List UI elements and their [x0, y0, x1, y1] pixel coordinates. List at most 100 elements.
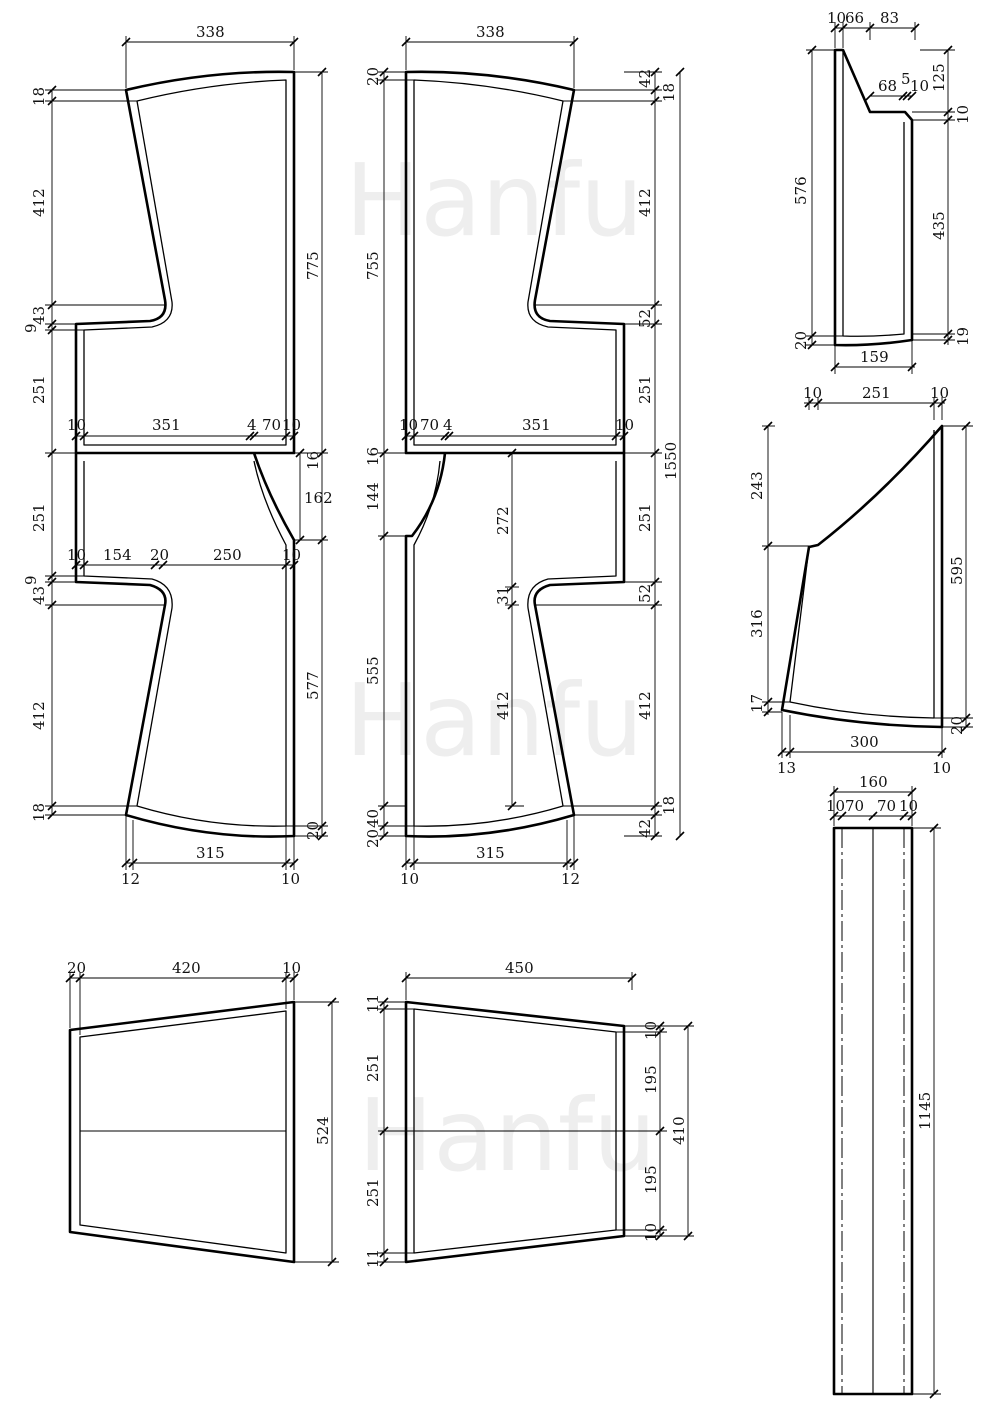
- gusset-top-right: 10: [930, 384, 949, 402]
- skirt-right-right-bottom: 10: [642, 1223, 660, 1242]
- back-lower-length: 555: [364, 656, 382, 685]
- back-right-shoulder-upper: 251: [636, 375, 654, 404]
- front-collar-depth: 162: [304, 489, 333, 507]
- front-bodice-outline: [74, 70, 296, 838]
- front-collar-drop: 16: [304, 451, 322, 470]
- collar-top-mid: 66: [845, 9, 864, 27]
- skirt-right-top-width: 450: [505, 959, 534, 977]
- back-length: 577: [304, 671, 322, 700]
- collar-right-bottom: 19: [954, 327, 972, 346]
- back-collar-depth: 144: [364, 482, 382, 511]
- skirt-left-top-left: 20: [67, 959, 86, 977]
- front-hem-left: 12: [121, 870, 140, 888]
- front-bodice-seam: [83, 79, 287, 827]
- skirt-right-left-lower: 251: [364, 1178, 382, 1207]
- gusset-top-width: 251: [862, 384, 891, 402]
- gusset-right-height: 595: [948, 556, 966, 585]
- front-sleeve-bottom: 18: [30, 803, 48, 822]
- front-shoulder-lower: 251: [30, 503, 48, 532]
- back-collar-row-0: 10: [399, 416, 418, 434]
- back-top-seam: 20: [364, 67, 382, 86]
- front-cuff-gap-upper: 9: [22, 323, 40, 333]
- band-part-0: 10: [826, 797, 845, 815]
- collar-right-seam: 10: [954, 105, 972, 124]
- front-collar-row-3: 70: [262, 416, 281, 434]
- skirt-right-right-total: 410: [670, 1116, 688, 1145]
- back-upper-length: 755: [364, 251, 382, 280]
- collar-step-c: 10: [910, 77, 929, 95]
- gusset-left-bottom: 17: [748, 694, 766, 713]
- front-chest-row-4: 10: [282, 546, 301, 564]
- back-collar-row-3: 351: [522, 416, 551, 434]
- front-hem-right: 10: [281, 870, 300, 888]
- collar-step-a: 68: [878, 77, 897, 95]
- back-bodice-panel: 272 31 412 338 20 755 16 144 555 40 20 1…: [364, 23, 685, 888]
- front-chest-row-2: 20: [150, 546, 169, 564]
- collar-step-b: 5: [901, 70, 911, 88]
- back-collar-row-1: 70: [420, 416, 439, 434]
- back-right-bottom: 42: [636, 819, 654, 838]
- skirt-left-top-right: 10: [282, 959, 301, 977]
- gusset-seam: [789, 430, 935, 719]
- band-length: 1145: [916, 1092, 934, 1130]
- back-bodice-outline: [404, 70, 626, 838]
- back-right-shoulder-lower: 251: [636, 503, 654, 532]
- front-sleeve-length-lower: 412: [30, 701, 48, 730]
- front-shoulder-upper: 251: [30, 375, 48, 404]
- skirt-right-right-top: 10: [642, 1021, 660, 1040]
- gusset-bottom-left: 13: [777, 759, 796, 777]
- back-hem-right: 12: [561, 870, 580, 888]
- skirt-right-right-lower: 195: [642, 1165, 660, 1194]
- front-sleeve-length-upper: 412: [30, 188, 48, 217]
- gusset-bottom-width: 300: [850, 733, 879, 751]
- watermark-2: Hanfu: [345, 662, 643, 779]
- back-center-a: 272: [494, 506, 512, 535]
- front-collar-row-2: 4: [247, 416, 257, 434]
- front-chest-row-3: 250: [213, 546, 242, 564]
- back-collar-drop: 16: [364, 447, 382, 466]
- back-hem-seam-b: 40: [364, 809, 382, 828]
- band-total-width: 160: [859, 773, 888, 791]
- band-part-3: 10: [899, 797, 918, 815]
- collar-left-bottom: 20: [792, 331, 810, 350]
- collar-top-left: 10: [827, 9, 846, 27]
- front-length: 775: [304, 251, 322, 280]
- skirt-right-right-upper: 195: [642, 1065, 660, 1094]
- back-right-cuff-upper: 52: [636, 309, 654, 328]
- skirt-left-panel: 20 420 10 524: [65, 959, 339, 1267]
- front-cuff-lower: 43: [30, 586, 48, 605]
- collar-bottom-width: 159: [860, 348, 889, 366]
- gusset-left-lower: 316: [748, 609, 766, 638]
- back-right-seam-bottom: 18: [660, 796, 678, 815]
- front-hem-width: 315: [196, 844, 225, 862]
- skirt-right-panel: 450 11 251 251 11 10 195 195 10 410: [364, 959, 694, 1268]
- back-center-c: 412: [494, 691, 512, 720]
- front-sleeve-top: 18: [30, 87, 48, 106]
- back-top-width: 338: [476, 23, 505, 41]
- watermark-3: Hanfu: [358, 1077, 656, 1194]
- back-total-length: 1550: [662, 442, 680, 480]
- skirt-left-top-width: 420: [172, 959, 201, 977]
- collar-piece-seam: [842, 50, 905, 337]
- collar-piece-outline: [833, 48, 914, 347]
- skirt-left-seam: [79, 1010, 287, 1254]
- skirt-right-left-upper: 251: [364, 1053, 382, 1082]
- gusset-top-left: 10: [803, 384, 822, 402]
- collar-left-height: 576: [792, 176, 810, 205]
- band-panel: 160 10 70 70 10 1145: [826, 773, 941, 1399]
- back-right-sleeve-upper: 412: [636, 188, 654, 217]
- collar-right-top: 125: [930, 63, 948, 92]
- collar-top-right: 83: [880, 9, 899, 27]
- back-collar-row-4: 10: [615, 416, 634, 434]
- back-right-sleeve-lower: 412: [636, 691, 654, 720]
- skirt-right-left-bottom: 11: [364, 1249, 382, 1268]
- back-hem-left: 10: [400, 870, 419, 888]
- front-chest-row-0: 10: [67, 546, 86, 564]
- back-right-seam-top: 18: [660, 83, 678, 102]
- band-part-2: 70: [877, 797, 896, 815]
- gusset-left-upper: 243: [748, 471, 766, 500]
- front-cuff-upper: 43: [30, 306, 48, 325]
- watermark-1: Hanfu: [345, 142, 643, 259]
- front-chest-row-1: 154: [103, 546, 132, 564]
- gusset-panel: 10 251 10 243 316 17 595 20 300 13 10: [748, 384, 973, 777]
